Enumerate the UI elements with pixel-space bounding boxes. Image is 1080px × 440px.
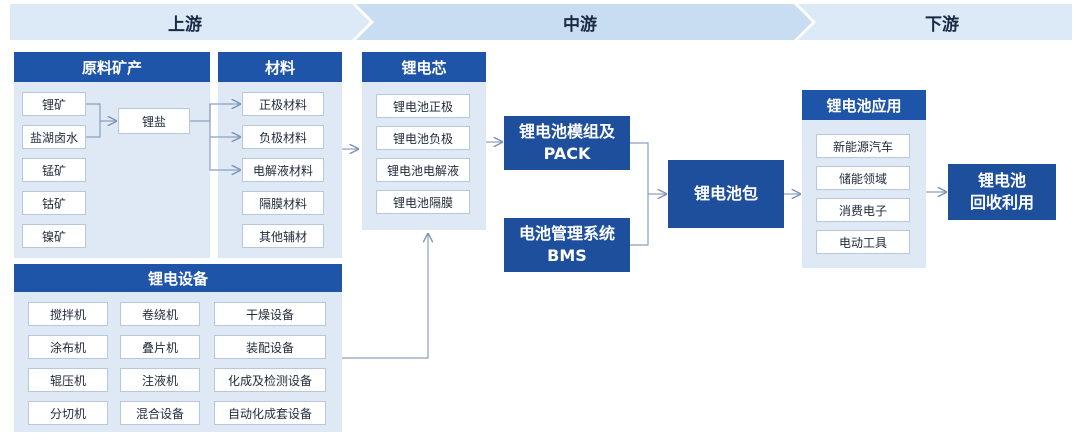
equip-automation-line: 自动化成套设备 [214,401,326,425]
material-separator: 隔膜材料 [242,191,324,215]
midstream-chevron [356,4,812,40]
app-ev: 新能源汽车 [816,134,910,158]
recycle-line1: 锂电池 [977,171,1026,190]
bms-line2: BMS [547,246,587,265]
equip-filler: 注液机 [120,368,200,392]
stage-banner [10,4,1072,40]
raw-item-nickel: 镍矿 [22,224,86,248]
app-consumer: 消费电子 [816,198,910,222]
materials-panel [218,52,342,258]
equipment-header: 锂电设备 [14,264,342,292]
raw-item-manganese: 锰矿 [22,158,86,182]
battery-pack-box: 锂电池包 [668,160,784,228]
equip-mixing-device: 混合设备 [120,401,200,425]
recycle-line2: 回收利用 [969,193,1034,212]
raw-materials-panel [14,52,210,258]
equip-assembly: 装配设备 [214,335,326,359]
equip-dryer: 干燥设备 [214,302,326,326]
module-pack-line2: PACK [543,144,591,163]
lithium-salt-box: 锂盐 [118,108,190,134]
app-storage: 储能领域 [816,166,910,190]
equip-slitter: 分切机 [28,401,108,425]
material-cathode: 正极材料 [242,92,324,116]
stage-downstream-label: 下游 [925,14,959,35]
cell-cathode: 锂电池正极 [376,94,470,118]
bms-line1: 电池管理系统 [518,224,615,243]
application-header: 锂电池应用 [802,90,926,120]
module-pack-box: 锂电池模组及 PACK [504,116,630,170]
recycle-box: 锂电池回收利用 [948,164,1056,220]
materials-header: 材料 [218,52,342,82]
stage-upstream-label: 上游 [168,14,202,35]
raw-item-lithium-ore: 锂矿 [22,92,86,116]
equip-coater: 涂布机 [28,335,108,359]
cell-header: 锂电芯 [362,52,486,82]
upstream-chevron [10,4,370,40]
app-tools: 电动工具 [816,230,910,254]
cell-electrolyte: 锂电池电解液 [376,158,470,182]
material-electrolyte: 电解液材料 [242,158,324,182]
stage-midstream-label: 中游 [563,14,597,35]
equip-winder: 卷绕机 [120,302,200,326]
raw-materials-header: 原料矿产 [14,52,210,82]
raw-item-brine: 盐湖卤水 [22,125,86,149]
downstream-chevron [798,4,1072,40]
module-pack-line1: 锂电池模组及 [518,122,615,141]
cell-anode: 锂电池负极 [376,126,470,150]
material-anode: 负极材料 [242,125,324,149]
equip-formation-testing: 化成及检测设备 [214,368,326,392]
equip-stacker: 叠片机 [120,335,200,359]
material-other: 其他辅材 [242,224,324,248]
equip-mixer: 搅拌机 [28,302,108,326]
raw-item-cobalt: 钴矿 [22,191,86,215]
cell-separator: 锂电池隔膜 [376,190,470,214]
equip-roller-press: 辊压机 [28,368,108,392]
bms-box: 电池管理系统 BMS [504,218,630,272]
